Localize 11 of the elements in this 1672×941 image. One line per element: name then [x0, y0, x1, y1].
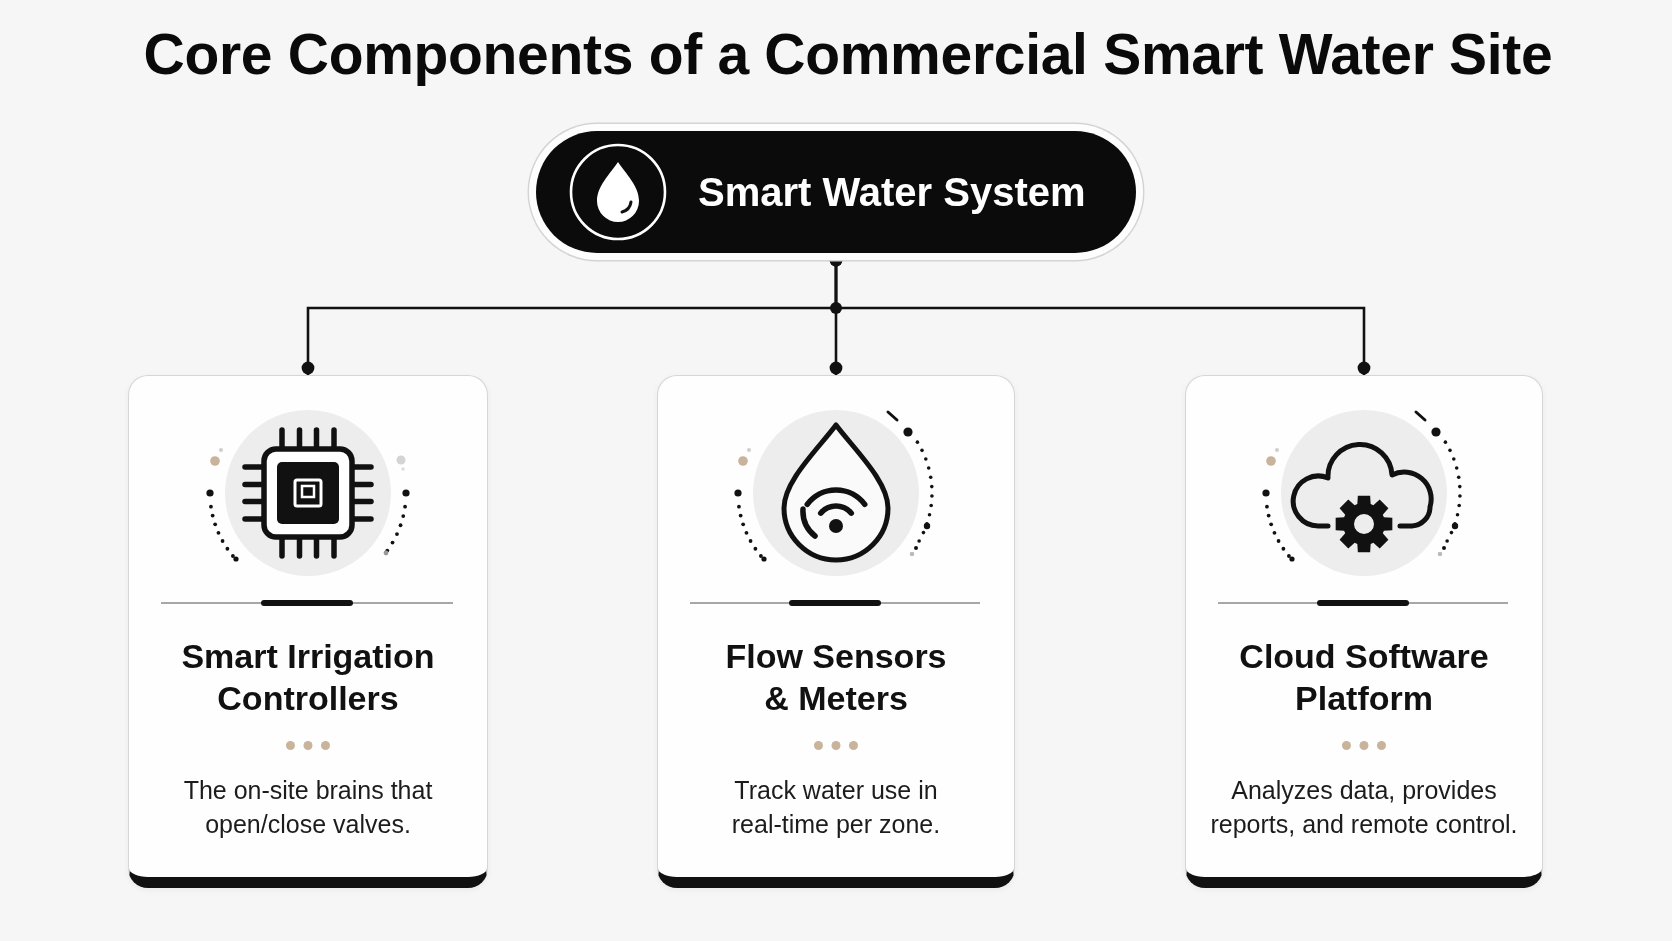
pill-label: Smart Water System [698, 169, 1086, 215]
component-card [1185, 375, 1543, 888]
card-heading: Flow Sensors & Meters [724, 636, 948, 719]
card-heading: Cloud Software Platform [1238, 636, 1490, 719]
card-heading: Smart Irrigation Controllers [180, 636, 436, 719]
component-card [128, 375, 488, 888]
component-card [657, 375, 1015, 888]
card-description: The on-site brains that open/close valves. [182, 775, 434, 840]
card-description: Analyzes data, provides reports, and remote control. [1209, 775, 1519, 840]
page-title: Core Components of a Commercial Smart Water Site [143, 21, 1553, 88]
card-description: Track water use in real-time per zone. [730, 775, 942, 840]
